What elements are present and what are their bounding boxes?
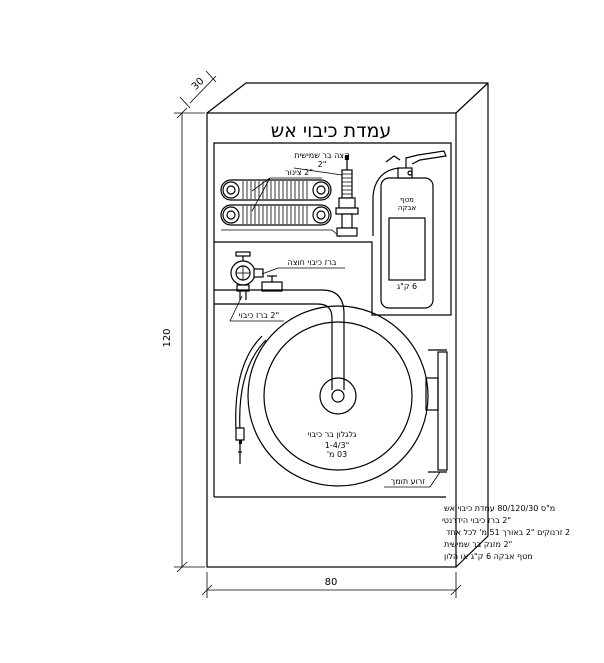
- valve-label: ברז כיבוי חוצה: [288, 258, 337, 267]
- inner-panel-outline: [213, 142, 452, 497]
- cabinet-title: עמדת כיבוי אש: [271, 120, 392, 142]
- depth-dimension-label: 30: [190, 76, 207, 93]
- note-line: מטף אבקה 6 ק"ג או הלון: [444, 552, 533, 561]
- supply-pipe: [214, 289, 345, 390]
- note-line: 2 זרנוקים "2 באורך 15 מ' לכל אחד: [446, 528, 570, 537]
- hose-roll-lower: [220, 204, 332, 226]
- dimension-depth: 30: [179, 70, 217, 109]
- note-line: "2 מזנק בר שמישית: [444, 540, 512, 549]
- reel-label: גלגלון בר כיבוי: [308, 430, 358, 439]
- nozzle-callout: קצה בר שמישית"2: [293, 151, 350, 176]
- reel-hose-line: [235, 335, 267, 431]
- reel-nozzle: [235, 427, 245, 464]
- cabinet-body: [206, 82, 489, 568]
- reel-support-arm: [425, 349, 448, 473]
- hose-reel: [247, 305, 429, 487]
- dimension-width: 80: [201, 572, 462, 598]
- cabinet-notes: מ"ס 03/021/08 עמדת כיבוי אש "2 ברז כיבוי…: [442, 504, 570, 561]
- note-line: "2 ברז כיבוי הידרנטי: [442, 516, 511, 525]
- folded-hose-rolls: [220, 179, 341, 238]
- valve-2in-label: "2 ברז כיבוי: [239, 311, 279, 320]
- reel-support-label: זרוע תומך: [391, 477, 425, 486]
- hose-roll-upper: [220, 179, 332, 201]
- hose-fitting-label: קצה בר שמישית"2: [294, 151, 350, 169]
- note-line: מ"ס 03/021/08 עמדת כיבוי אש: [444, 504, 555, 513]
- hose-2in-label: "2 צינור: [285, 168, 313, 177]
- extinguisher-size-label: 6 ק"ג: [397, 282, 417, 291]
- nozzle-branch-pipe: [335, 155, 359, 237]
- hose-2in-callout: "2 צינור: [251, 168, 322, 212]
- hydrant-valve: [230, 251, 264, 300]
- dimension-height: 120: [162, 107, 205, 573]
- width-dimension-label: 80: [325, 577, 338, 588]
- valve-connector: [261, 275, 283, 292]
- valve-callouts: ברז כיבוי חוצה "2 ברז כיבוי: [229, 258, 345, 322]
- height-dimension-label: 120: [162, 328, 173, 347]
